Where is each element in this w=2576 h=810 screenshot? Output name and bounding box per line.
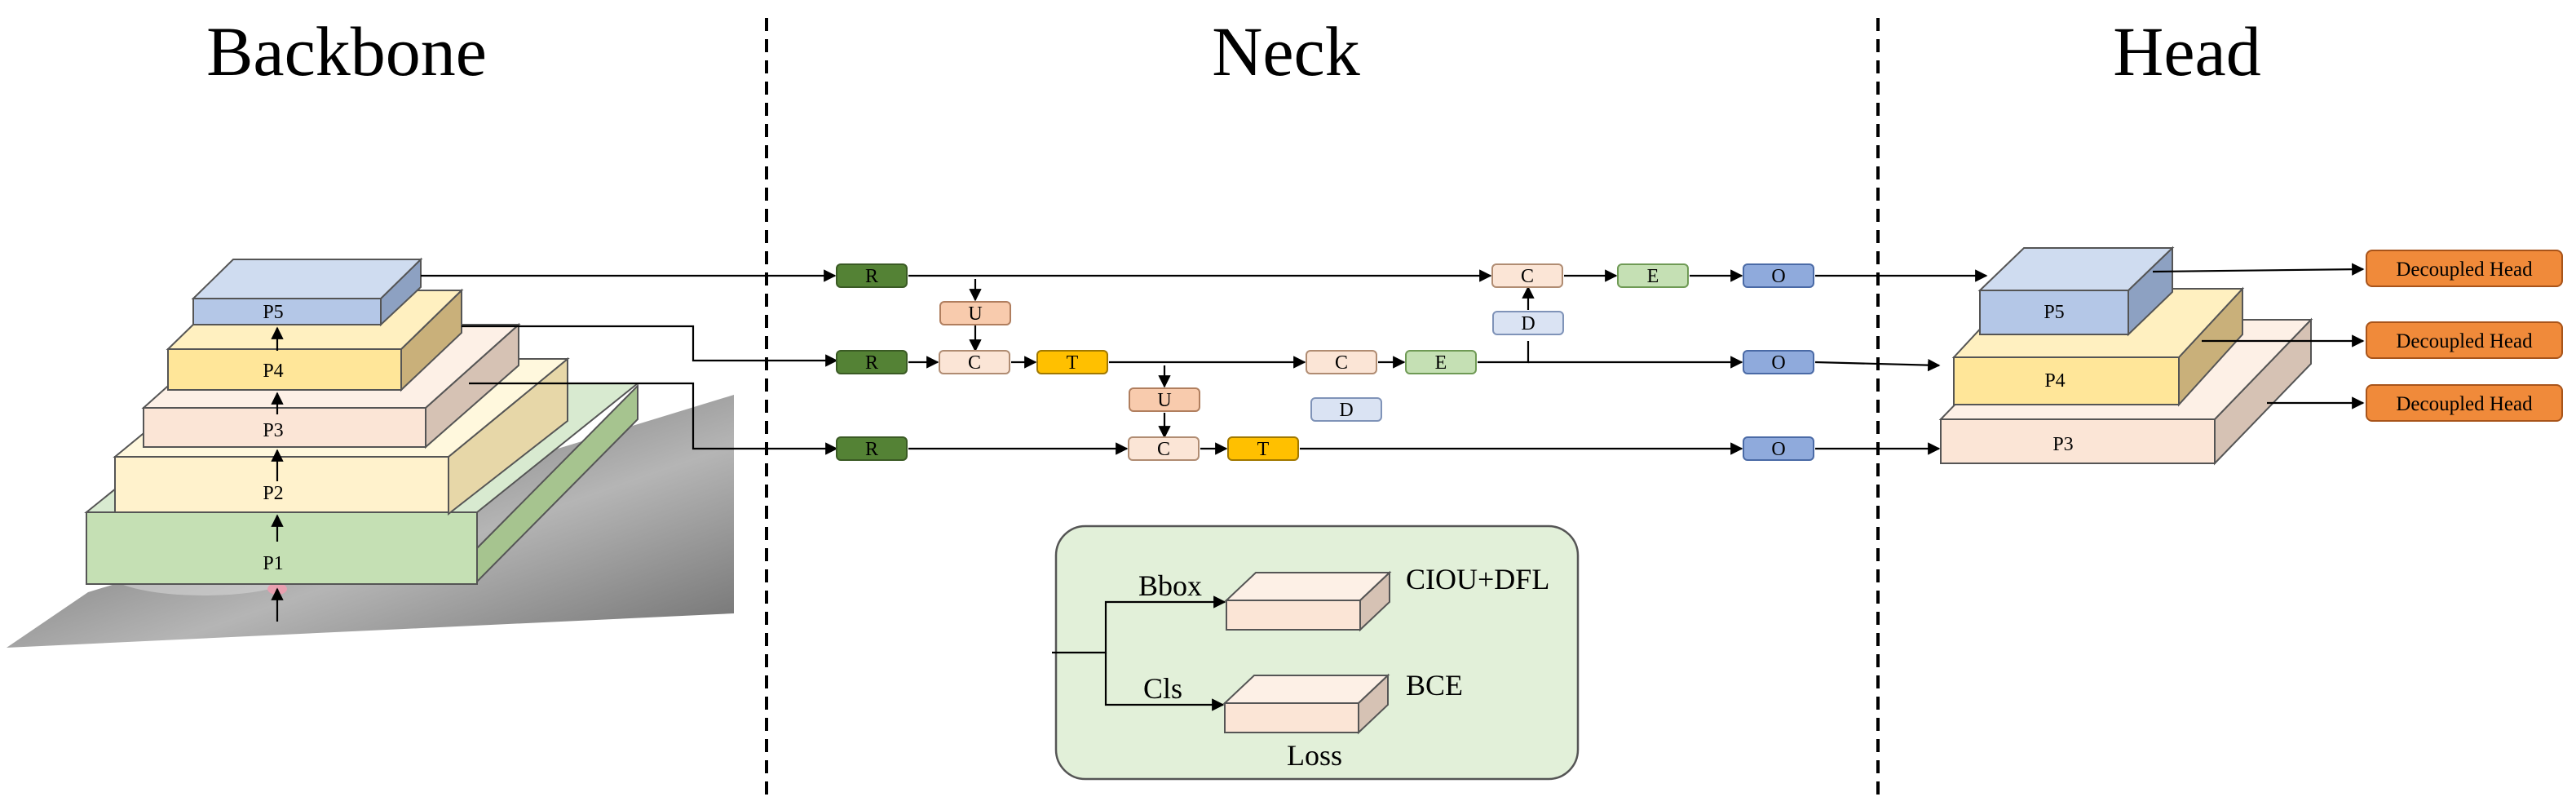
head-label-p4: P4 xyxy=(2044,370,2065,392)
loss-panel: Bbox Cls CIOU+DFL BCE Loss xyxy=(1052,525,1580,781)
svg-text:U: U xyxy=(1157,390,1171,411)
neck-node-u1: U xyxy=(939,301,1011,325)
loss-bbox-type: CIOU+DFL xyxy=(1406,563,1549,595)
neck-nodes: R R R U C T U C xyxy=(836,263,1814,461)
neck-node-d1: D xyxy=(1310,397,1382,422)
section-title-backbone: Backbone xyxy=(206,12,487,91)
svg-text:C: C xyxy=(1157,439,1170,460)
neck-node-o-mid: O xyxy=(1743,350,1814,374)
svg-text:C: C xyxy=(968,352,981,374)
neck-node-r-bot: R xyxy=(836,436,908,461)
svg-text:D: D xyxy=(1339,400,1353,421)
svg-text:O: O xyxy=(1771,352,1785,374)
backbone-layer-p5: P5 xyxy=(191,257,423,327)
backbone-to-neck-edges xyxy=(421,269,838,455)
head-label-p5: P5 xyxy=(2044,302,2064,323)
neck-node-d2: D xyxy=(1492,311,1564,335)
svg-text:O: O xyxy=(1771,439,1785,460)
neck-node-t1: T xyxy=(1036,350,1108,374)
svg-text:R: R xyxy=(865,439,878,460)
backbone-label-p5: P5 xyxy=(263,302,283,323)
neck-node-c2: C xyxy=(1128,436,1200,461)
svg-text:E: E xyxy=(1647,266,1659,287)
svg-text:C: C xyxy=(1335,352,1348,374)
decoupled-head-1: Decoupled Head xyxy=(2366,250,2563,287)
neck-node-c4: C xyxy=(1491,263,1563,288)
backbone-label-p2: P2 xyxy=(263,483,283,504)
neck-node-r-top: R xyxy=(836,263,908,288)
backbone-label-p1: P1 xyxy=(263,553,283,574)
head-layer-p5: P5 xyxy=(1977,246,2175,337)
svg-text:R: R xyxy=(865,266,878,287)
neck-node-e1: E xyxy=(1405,350,1477,374)
neck-node-e2: E xyxy=(1617,263,1689,288)
neck-node-c1: C xyxy=(939,350,1010,374)
decoupled-head-label: Decoupled Head xyxy=(2396,330,2533,352)
neck-node-o-top: O xyxy=(1743,263,1814,288)
loss-cls-box xyxy=(1222,673,1390,735)
svg-text:O: O xyxy=(1771,266,1785,287)
loss-caption: Loss xyxy=(1287,739,1342,772)
decoupled-head-2: Decoupled Head xyxy=(2366,321,2563,359)
backbone-label-p3: P3 xyxy=(263,420,283,441)
svg-text:R: R xyxy=(865,352,878,374)
svg-text:D: D xyxy=(1521,313,1535,334)
svg-text:U: U xyxy=(968,303,982,325)
loss-bbox-label: Bbox xyxy=(1138,569,1202,602)
section-title-head: Head xyxy=(2113,12,2260,91)
svg-text:T: T xyxy=(1257,439,1270,460)
decoupled-head-label: Decoupled Head xyxy=(2396,393,2533,415)
svg-text:C: C xyxy=(1521,266,1534,287)
head-output-edges xyxy=(2152,263,2365,409)
neck-node-o-bot: O xyxy=(1743,436,1814,461)
neck-node-u2: U xyxy=(1129,387,1200,412)
decoupled-head-label: Decoupled Head xyxy=(2396,259,2533,281)
loss-cls-label: Cls xyxy=(1143,672,1182,705)
loss-cls-type: BCE xyxy=(1406,669,1463,702)
section-title-neck: Neck xyxy=(1212,12,1359,91)
neck-node-c3: C xyxy=(1306,350,1377,374)
neck-node-t2: T xyxy=(1227,436,1299,461)
head-label-p3: P3 xyxy=(2052,434,2073,455)
svg-text:E: E xyxy=(1435,352,1447,374)
neck-edges xyxy=(908,269,1988,455)
svg-text:T: T xyxy=(1067,352,1079,374)
loss-bbox-box xyxy=(1224,570,1392,632)
decoupled-head-3: Decoupled Head xyxy=(2366,384,2563,422)
backbone-label-p4: P4 xyxy=(263,361,283,382)
neck-node-r-mid: R xyxy=(836,350,908,374)
